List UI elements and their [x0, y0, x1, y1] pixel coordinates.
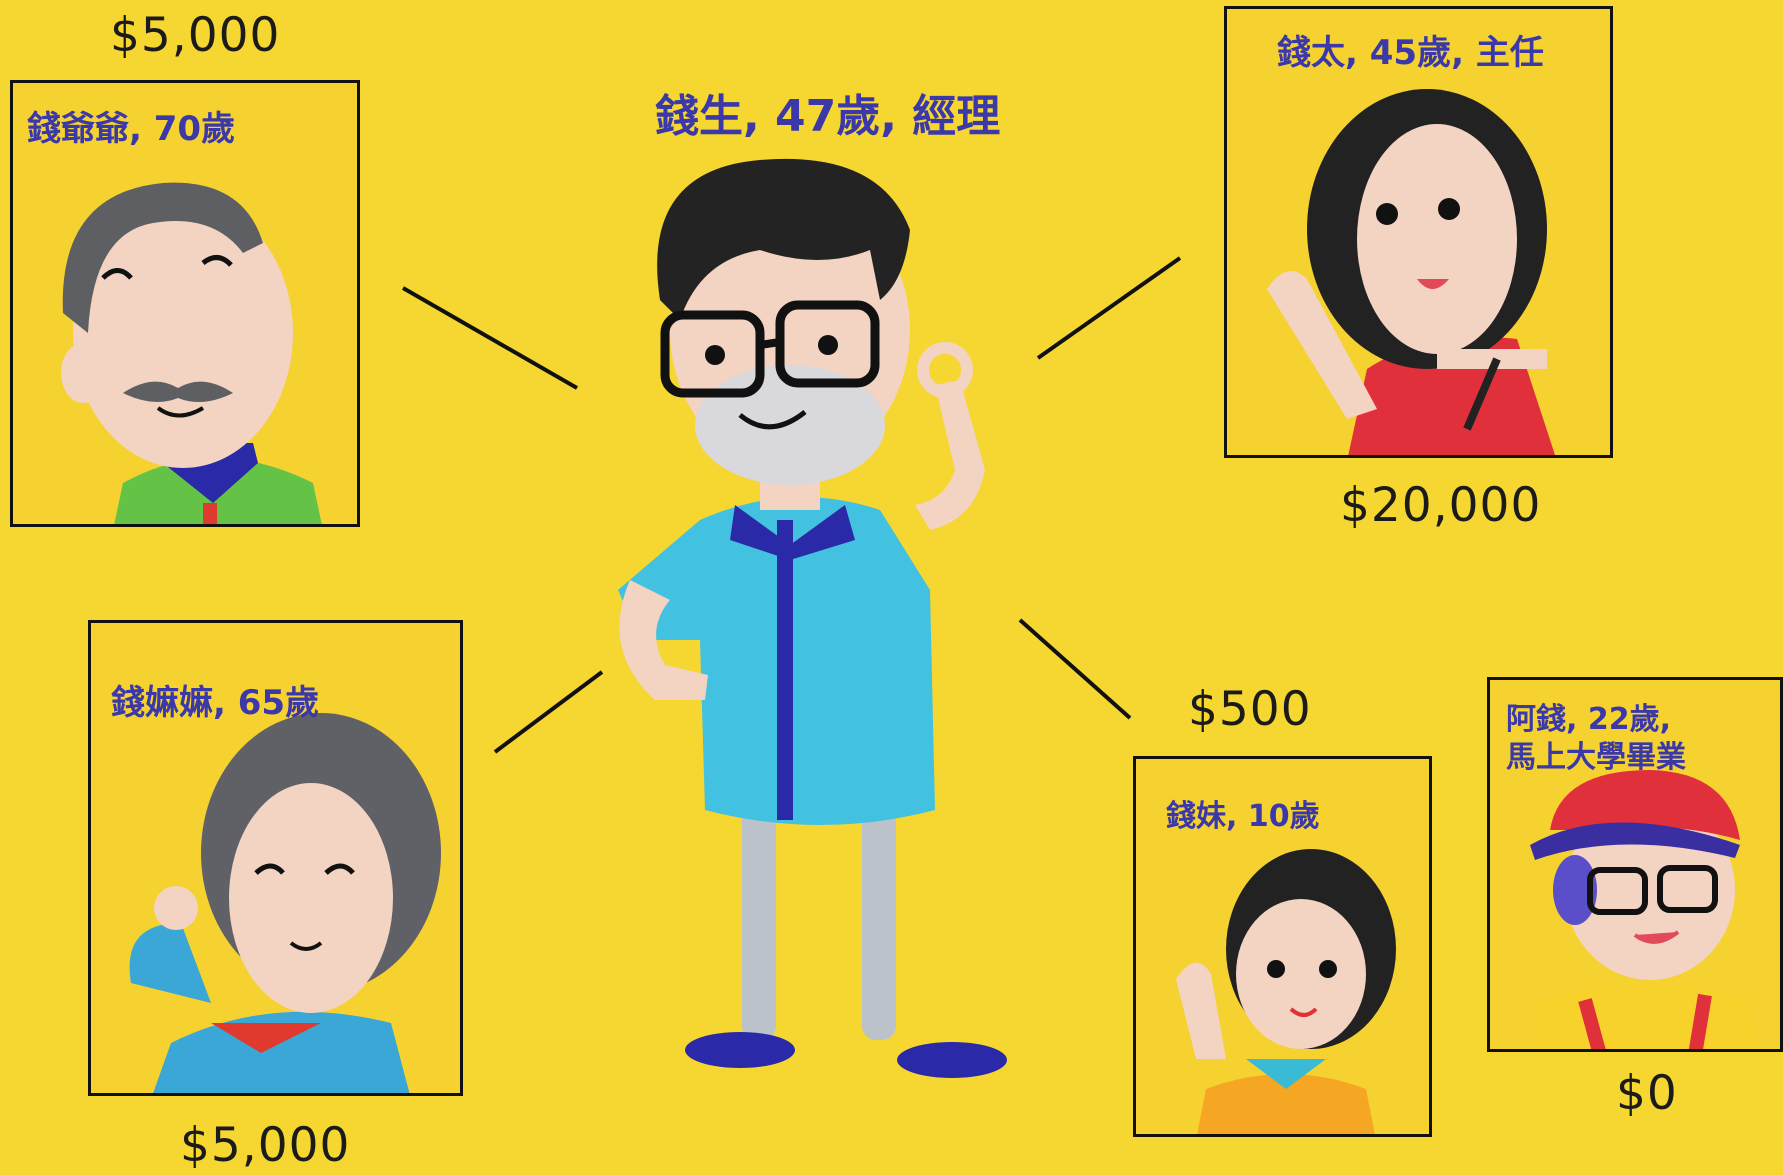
grandma-amount: $5,000 — [180, 1118, 351, 1173]
sister-figure — [1176, 849, 1396, 1134]
wife-card: 錢太, 45歲, 主任 — [1224, 6, 1613, 458]
sister-name: 錢妹, 10歲 — [1166, 799, 1320, 834]
grandma-card: 錢嫲嫲, 65歲 — [88, 620, 463, 1096]
connector-wife — [1036, 256, 1182, 360]
grandpa-card: 錢爺爺, 70歲 — [10, 80, 360, 527]
grandpa-figure — [61, 182, 322, 524]
son-name-line2: 馬上大學畢業 — [1506, 740, 1686, 775]
wife-amount: $20,000 — [1340, 478, 1542, 533]
connector-sister — [1018, 618, 1132, 720]
son-card: 阿錢, 22歲, 馬上大學畢業 — [1487, 677, 1783, 1052]
grandpa-name: 錢爺爺, 70歲 — [27, 109, 236, 149]
grandma-name: 錢嫲嫲, 65歲 — [111, 683, 320, 723]
connector-grandma — [493, 670, 604, 754]
grandpa-amount: $5,000 — [110, 8, 281, 63]
son-amount: $0 — [1616, 1066, 1678, 1121]
sister-card: 錢妹, 10歲 — [1133, 756, 1432, 1137]
connector-grandpa — [402, 286, 578, 390]
grandma-figure — [129, 713, 441, 1093]
son-name-line1: 阿錢, 22歲, — [1506, 702, 1671, 737]
sister-amount: $500 — [1188, 682, 1312, 737]
son-figure — [1530, 770, 1759, 1049]
center-name: 錢生, 47歲, 經理 — [655, 91, 1001, 142]
wife-figure — [1267, 89, 1556, 455]
wife-name: 錢太, 45歲, 主任 — [1277, 33, 1544, 73]
